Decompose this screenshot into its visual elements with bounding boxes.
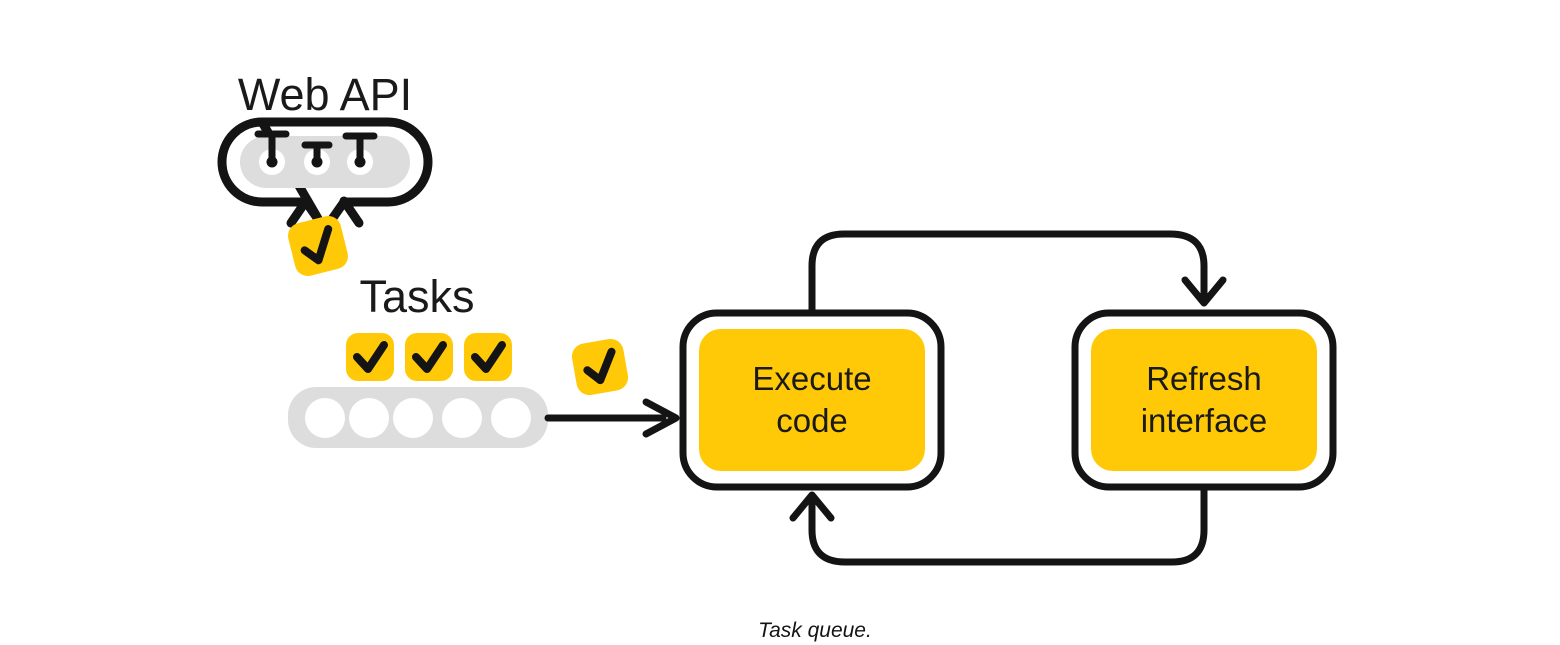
check-icon	[353, 341, 388, 373]
web-api-pin-3	[342, 132, 378, 175]
refresh-interface-label-line2: interface	[1141, 402, 1268, 439]
refresh-interface-label-line1: Refresh	[1146, 360, 1262, 397]
web-api-pin-2	[301, 141, 333, 175]
task-queue-slot-1	[305, 398, 345, 438]
execute-code-fill	[699, 329, 925, 471]
execute-code-label-line1: Execute	[752, 360, 871, 397]
web-api-label: Web API	[238, 69, 412, 120]
task-queue-group: Tasks	[288, 271, 629, 448]
task-queue-slot-2	[349, 398, 389, 438]
check-icon	[300, 225, 333, 265]
refresh-interface-fill	[1091, 329, 1317, 471]
node-execute-code[interactable]: Execute code	[679, 309, 945, 491]
in-flight-check-tile	[571, 338, 629, 396]
check-icon	[471, 341, 506, 373]
tasks-label: Tasks	[359, 271, 474, 322]
web-api-emitted-check-tile	[288, 216, 348, 276]
figure-caption: Task queue.	[758, 619, 872, 642]
task-queue-slot-3	[393, 398, 433, 438]
edges-group	[544, 230, 1227, 566]
edge-queue-to-execute-arrowhead	[642, 398, 680, 438]
edge-execute-to-refresh-arrowhead	[1181, 276, 1227, 307]
web-api-bubble-tail-right	[339, 196, 364, 228]
edge-execute-to-refresh	[808, 230, 1208, 317]
task-check-tile-1	[346, 333, 394, 381]
web-api-pin-1	[254, 130, 290, 175]
task-queue-slot-4	[442, 398, 482, 438]
execute-code-label-line2: code	[776, 402, 848, 439]
web-api-bubble-outline	[217, 117, 433, 227]
web-api-group: Web API	[217, 69, 433, 276]
web-api-bubble-tail-left	[286, 196, 311, 228]
task-check-tile-3	[464, 333, 512, 381]
edge-refresh-to-execute	[808, 483, 1208, 566]
check-icon	[583, 347, 616, 385]
check-icon	[412, 341, 447, 373]
task-check-tile-2	[405, 333, 453, 381]
edge-refresh-to-execute-arrowhead	[789, 491, 835, 522]
task-queue-slot-5	[491, 398, 531, 438]
node-refresh-interface[interactable]: Refresh interface	[1071, 309, 1337, 491]
